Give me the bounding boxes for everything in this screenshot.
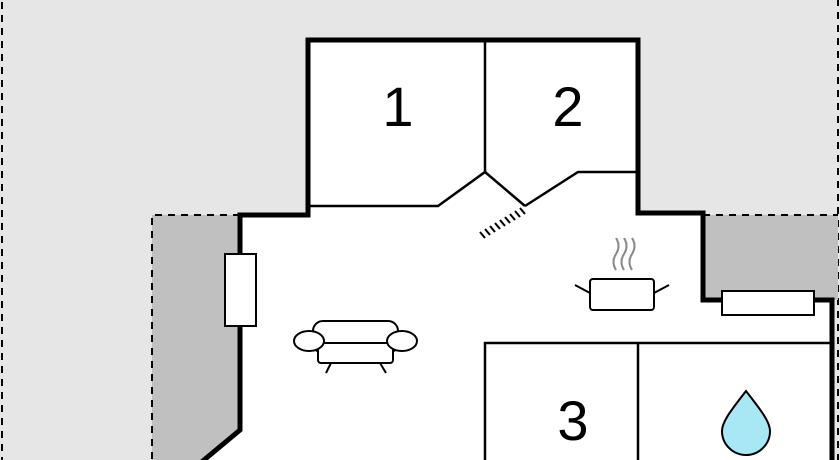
window-icon [721, 290, 815, 316]
stove-pot-icon [574, 237, 670, 311]
water-drop-icon [720, 389, 772, 456]
terrace-left [152, 215, 240, 460]
room-label-3: 3 [557, 389, 588, 452]
room-label-2: 2 [552, 75, 583, 138]
interior-walls [310, 40, 832, 460]
terrace-right [703, 215, 838, 300]
sofa-icon [293, 320, 418, 374]
stairs-icon [479, 207, 526, 239]
room-label-1: 1 [382, 75, 413, 138]
window-icon [224, 253, 257, 327]
terrace-left-dashed-edge [151, 214, 240, 460]
